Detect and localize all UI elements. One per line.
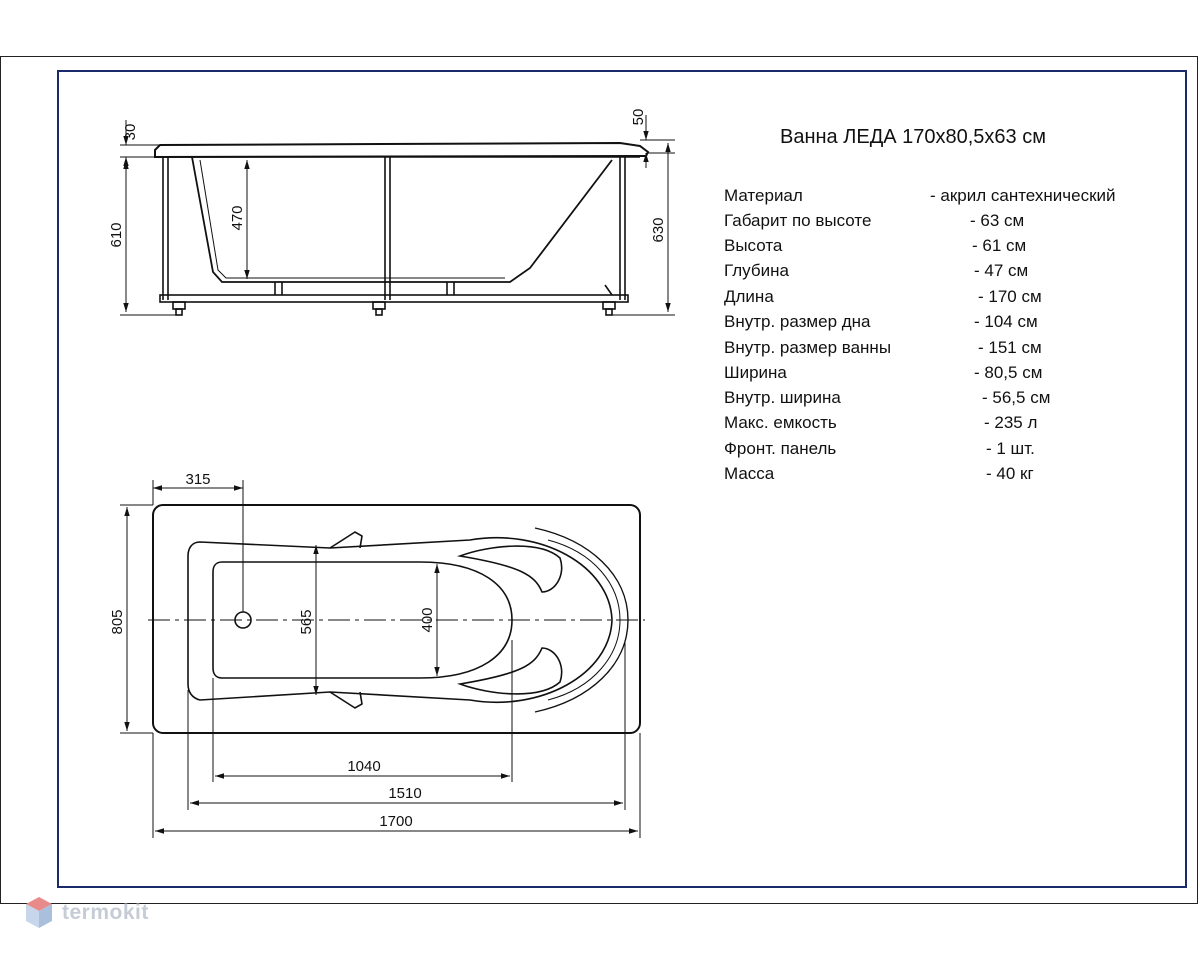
product-title: Ванна ЛЕДА 170x80,5x63 см [780, 126, 1046, 148]
spec-label: Макс. емкость [724, 413, 837, 432]
side-view [154, 141, 650, 316]
spec-value: - 61 см [972, 236, 1027, 255]
dim-top-left-rim: 30 [122, 124, 139, 141]
dim-plan-inner-width: 565 [298, 609, 315, 634]
dim-plan-inner-length: 1510 [388, 785, 421, 802]
spec-value: - 63 см [970, 211, 1025, 230]
side-view-dimensions [120, 115, 675, 316]
dim-side-left-height: 610 [108, 222, 125, 247]
plan-view-dimensions [120, 480, 641, 838]
plan-view [152, 504, 641, 734]
spec-value: - 170 см [978, 287, 1042, 306]
dim-plan-bottom-width: 400 [419, 607, 436, 632]
spec-label: Внутр. ширина [724, 388, 841, 407]
spec-value: - 47 см [974, 261, 1029, 280]
spec-label: Внутр. размер дна [724, 312, 871, 331]
spec-label: Габарит по высоте [724, 211, 872, 230]
dim-top-right-rim: 50 [630, 109, 647, 126]
drawing-frame [57, 70, 1187, 888]
dim-side-right-height: 630 [650, 217, 667, 242]
spec-label: Ширина [724, 363, 787, 382]
dim-plan-length: 1700 [379, 813, 412, 830]
cube-logo-icon [26, 897, 52, 928]
dim-plan-width: 805 [109, 609, 126, 634]
spec-label: Фронт. панель [724, 439, 837, 458]
spec-value: - 1 шт. [986, 439, 1035, 458]
spec-value: - 80,5 см [974, 363, 1043, 382]
spec-value: - 235 л [984, 413, 1038, 432]
spec-value: - 56,5 см [982, 388, 1051, 407]
spec-label: Глубина [724, 261, 789, 280]
spec-label: Материал [724, 186, 803, 205]
spec-label: Внутр. размер ванны [724, 338, 892, 357]
spec-label: Масса [724, 464, 775, 483]
watermark-text: termokit [62, 901, 149, 924]
spec-label: Длина [724, 287, 774, 306]
spec-value: - 104 см [974, 312, 1038, 331]
spec-value: - 40 кг [986, 464, 1034, 483]
dim-inner-depth: 470 [229, 205, 246, 230]
dim-plan-offset: 315 [185, 471, 210, 488]
spec-value: - 151 см [978, 338, 1042, 357]
watermark: termokit [24, 896, 149, 930]
spec-label: Высота [724, 236, 783, 255]
dim-plan-bottom-length: 1040 [347, 758, 380, 775]
outer-frame [0, 56, 1198, 904]
spec-value: - акрил сантехнический [930, 186, 1116, 205]
